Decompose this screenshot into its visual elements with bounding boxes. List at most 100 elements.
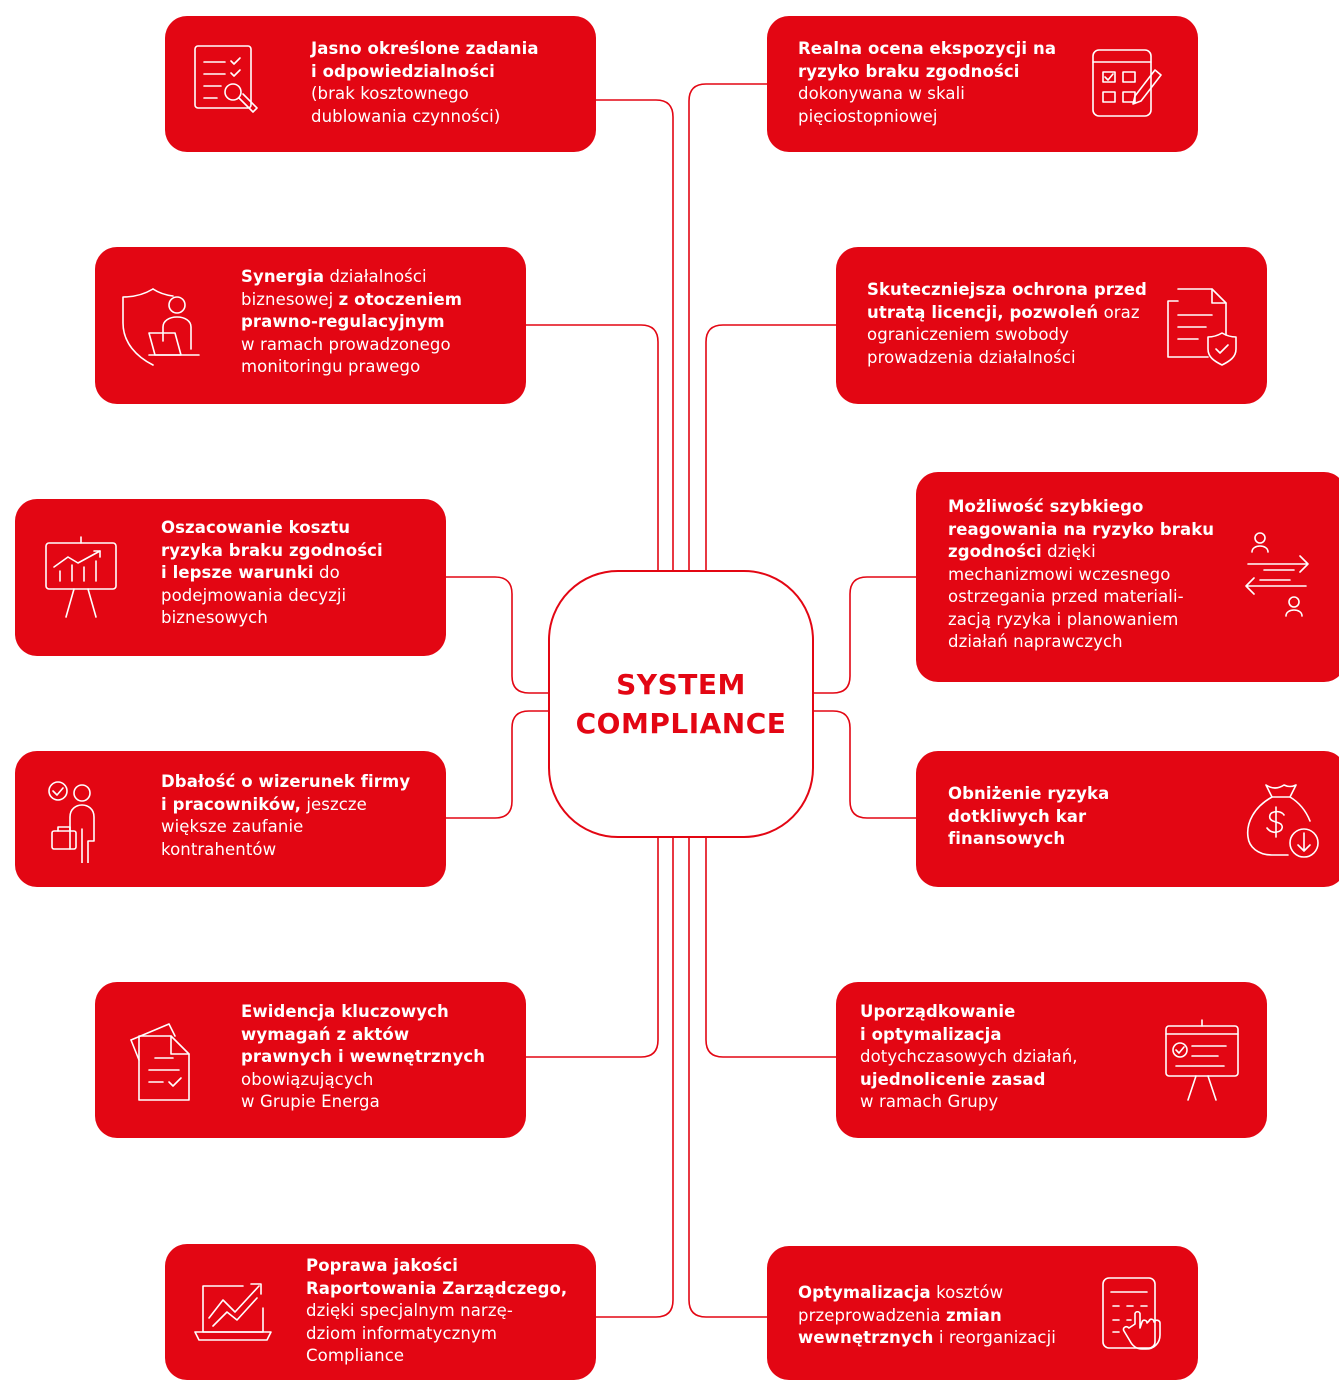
benefit-text-regular: dotychczasowych działań,: [860, 1047, 1078, 1066]
benefit-text-regular: większe zaufanie: [161, 817, 304, 836]
benefit-card-records: Ewidencja kluczowych wymagań z aktów prawn…: [95, 982, 526, 1138]
benefit-text-regular: obowiązujących: [241, 1069, 374, 1089]
benefit-card-protection: Skuteczniejsza ochrona przed utratą licen…: [836, 247, 1267, 404]
benefit-text-regular: działań naprawczych: [948, 632, 1123, 651]
benefit-text-regular: dokonywana w skali: [798, 84, 965, 103]
benefit-text: Uporządkowanie i optymalizacja dotychczaso…: [860, 1001, 1078, 1114]
benefit-text-bold: Obniżenie ryzyka: [948, 784, 1110, 803]
laptop-growth-chart-icon: [193, 1274, 273, 1354]
benefit-text-bold: Skuteczniejsza ochrona przed: [867, 280, 1147, 299]
benefit-text-bold: z otoczeniem: [338, 289, 463, 309]
shield-person-laptop-icon: [119, 285, 200, 366]
checkbox-form-pencil-icon: [1087, 44, 1167, 124]
benefit-text-regular: w ramach prowadzonego: [241, 334, 451, 354]
benefit-text-regular: kosztów: [930, 1283, 1004, 1302]
benefit-text-regular: i reorganizacji: [933, 1328, 1056, 1347]
person-briefcase-check-icon: [42, 779, 122, 863]
system-compliance-center: SYSTEM COMPLIANCE: [548, 570, 814, 838]
benefit-text-bold: Ewidencja kluczowych: [241, 1002, 449, 1021]
benefit-text-bold: Poprawa jakości: [306, 1256, 459, 1275]
benefit-text-regular: biznesowych: [161, 608, 268, 627]
benefit-text: Optymalizacja kosztów przeprowadzenia zmi…: [798, 1282, 1056, 1350]
benefit-text-regular: prowadzenia działalności: [867, 347, 1076, 367]
center-title-line1: SYSTEM: [616, 668, 746, 701]
benefit-text-bold: wewnętrznych: [798, 1328, 934, 1347]
benefit-text-bold: Jasno określone zadania: [311, 39, 539, 58]
benefit-text: Możliwość szybkiego reagowania na ryzyko …: [948, 496, 1214, 654]
benefit-card-optimization: Optymalizacja kosztów przeprowadzenia zmi…: [767, 1246, 1198, 1380]
benefit-text-bold: finansowych: [948, 829, 1066, 848]
benefit-text-regular: do: [313, 563, 340, 582]
benefit-card-penalties: Obniżenie ryzyka dotkliwych kar finansowyc…: [916, 751, 1339, 887]
benefit-text-bold: zmian: [945, 1305, 1002, 1325]
benefit-text: Ewidencja kluczowych wymagań z aktów prawn…: [241, 1001, 485, 1114]
benefit-card-synergy: Synergia działalności biznesowej z otocze…: [95, 247, 526, 404]
benefit-card-reaction: Możliwość szybkiego reagowania na ryzyko …: [916, 472, 1339, 682]
benefit-text-bold: dotkliwych kar: [948, 806, 1087, 826]
benefit-text-bold: ryzyko braku zgodności: [798, 61, 1020, 81]
benefit-card-exposure: Realna ocena ekspozycji na ryzyko braku z…: [767, 16, 1198, 152]
benefit-text-regular: działalności: [324, 267, 427, 286]
benefit-text-bold: Uporządkowanie: [860, 1002, 1016, 1021]
benefit-text-bold: prawnych i wewnętrznych: [241, 1047, 486, 1066]
benefit-text-regular: ograniczeniem swobody: [867, 325, 1069, 344]
benefit-text-bold: ujednolicenie zasad: [860, 1069, 1046, 1089]
documents-check-icon: [123, 1020, 203, 1101]
benefit-text-regular: kontrahentów: [161, 839, 277, 859]
benefit-text-regular: ostrzegania przed materiali-: [948, 587, 1184, 606]
benefit-text-regular: zacją ryzyka i planowaniem: [948, 609, 1179, 629]
benefit-text-bold: ryzyka braku zgodności: [161, 540, 383, 560]
benefit-text-regular: dziom informatycznym: [306, 1323, 498, 1343]
benefit-text-bold: Raportowania Zarządczego,: [306, 1278, 568, 1298]
benefit-text-bold: Optymalizacja: [798, 1283, 931, 1302]
benefit-text: Synergia działalności biznesowej z otocze…: [241, 266, 462, 379]
benefit-text-bold: Dbałość o wizerunek firmy: [161, 772, 411, 791]
benefit-text-regular: biznesowej: [241, 289, 339, 309]
benefit-card-ordering: Uporządkowanie i optymalizacja dotychczaso…: [836, 982, 1267, 1138]
benefit-text-regular: monitoringu prawego: [241, 357, 421, 376]
benefit-text: Skuteczniejsza ochrona przed utratą licen…: [867, 279, 1147, 369]
benefit-text-regular: w ramach Grupy: [860, 1092, 999, 1111]
benefit-text-regular: Compliance: [306, 1346, 405, 1365]
benefit-text-regular: pięciostopniowej: [798, 106, 938, 126]
benefit-text-regular: (brak kosztownego: [311, 84, 469, 103]
benefit-text-bold: zgodności: [948, 542, 1042, 561]
benefit-text-regular: oraz: [1098, 302, 1140, 322]
benefit-text-bold: i odpowiedzialności: [311, 61, 495, 81]
benefit-text-bold: i optymalizacja: [860, 1024, 1002, 1044]
document-shield-icon: [1162, 285, 1242, 366]
benefit-text-regular: dzięki specjalnym narzę-: [306, 1301, 513, 1320]
benefit-text-bold: reagowania na ryzyko braku: [948, 519, 1215, 539]
calculator-hand-icon: [1097, 1274, 1177, 1354]
benefit-text: Oszacowanie kosztu ryzyka braku zgodności…: [161, 517, 383, 630]
benefit-text: Obniżenie ryzyka dotkliwych kar finansowyc…: [948, 783, 1109, 851]
benefit-text-regular: przeprowadzenia: [798, 1305, 946, 1325]
benefit-text-regular: jeszcze: [300, 794, 367, 814]
money-bag-down-icon: [1242, 781, 1322, 861]
presentation-chart-icon: [42, 535, 122, 618]
center-title-line2: COMPLIANCE: [575, 707, 787, 740]
benefit-text-regular: mechanizmowi wczesnego: [948, 564, 1171, 584]
benefit-text-bold: prawno-regulacyjnym: [241, 312, 445, 331]
benefit-text-bold: i pracowników,: [161, 794, 301, 814]
benefit-text: Realna ocena ekspozycji na ryzyko braku z…: [798, 38, 1056, 128]
benefit-text-bold: Możliwość szybkiego: [948, 497, 1144, 516]
checklist-edit-icon: [187, 42, 267, 122]
board-checklist-icon: [1162, 1018, 1242, 1101]
benefit-card-cost: Oszacowanie kosztu ryzyka braku zgodności…: [15, 499, 446, 656]
exchange-arrows-people-icon: [1234, 530, 1314, 617]
benefit-text-bold: wymagań z aktów: [241, 1024, 410, 1044]
benefit-text-bold: utratą licencji, pozwoleń: [867, 302, 1099, 322]
benefit-text-regular: podejmowania decyzji: [161, 585, 347, 605]
benefit-text-bold: Oszacowanie kosztu: [161, 518, 351, 537]
benefit-text-bold: Synergia: [241, 267, 325, 286]
benefit-text-regular: dzięki: [1041, 542, 1096, 561]
benefit-card-tasks: Jasno określone zadania i odpowiedzialnoś…: [165, 16, 596, 152]
benefit-text: Jasno określone zadania i odpowiedzialnoś…: [311, 38, 539, 128]
benefit-text-bold: Realna ocena ekspozycji na: [798, 39, 1057, 58]
benefit-text-regular: dublowania czynności): [311, 106, 501, 126]
